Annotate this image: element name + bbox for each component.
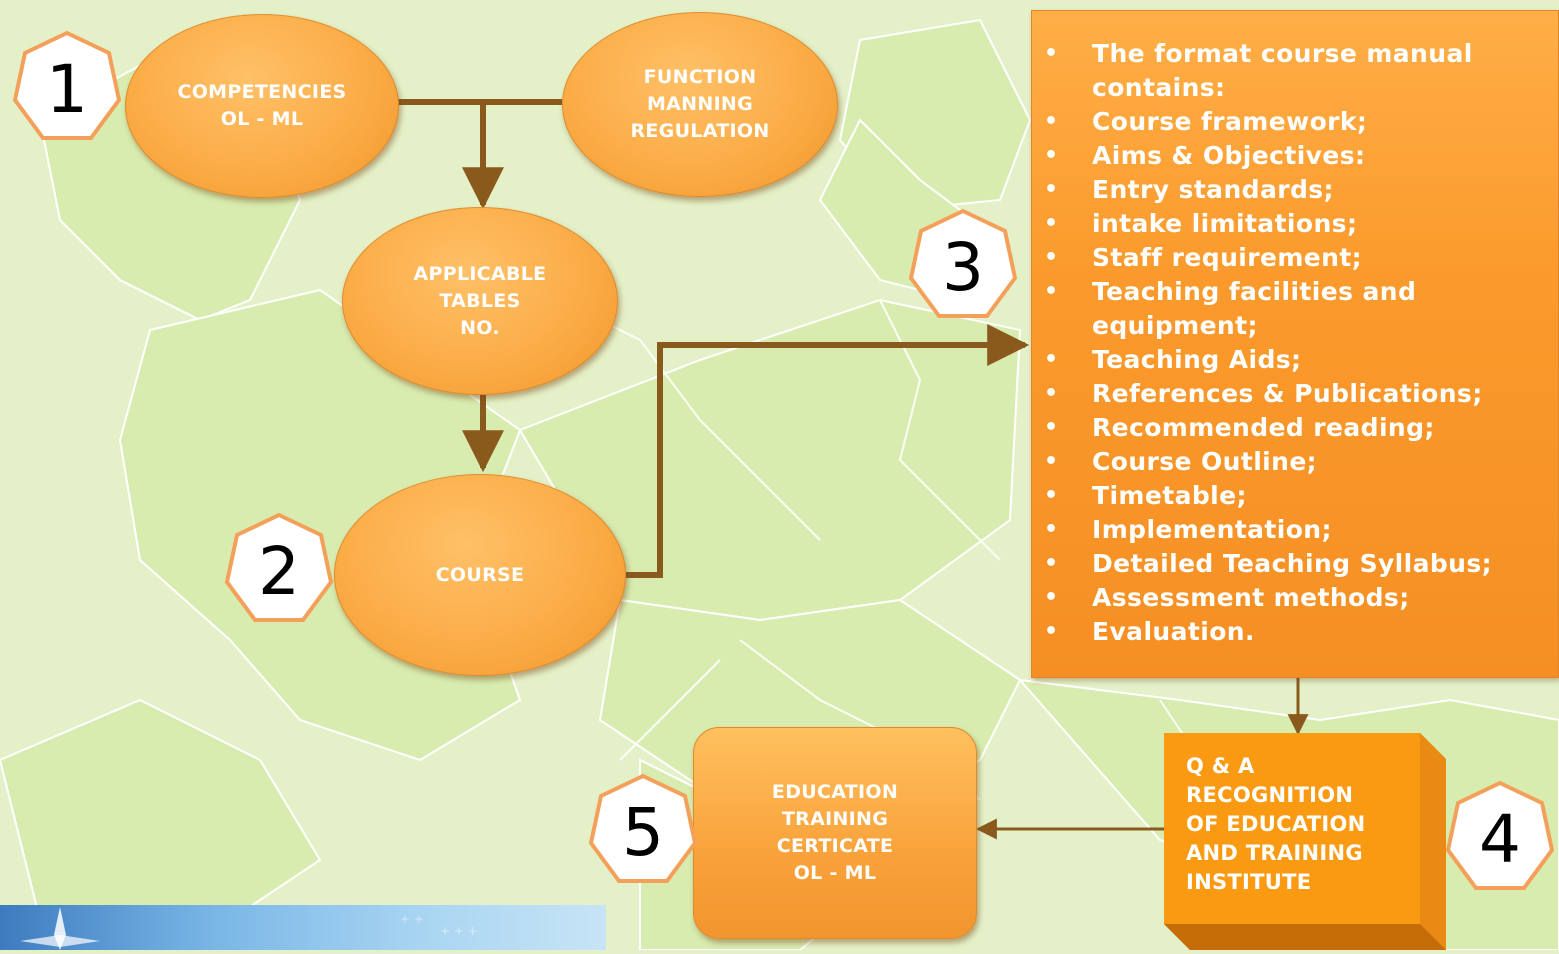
manual-item: Entry standards; <box>1038 173 1492 207</box>
function-manning-node: FUNCTION MANNING REGULATION <box>562 12 838 197</box>
manual-item: The format course manual contains: <box>1038 37 1492 105</box>
footer-image-strip: + + + + + <box>0 905 606 950</box>
manual-item: Aims & Objectives: <box>1038 139 1492 173</box>
applicable-tables-label: APPLICABLE TABLES NO. <box>413 262 547 339</box>
education-certificate-label: EDUCATION TRAINING CERTICATE OL - ML <box>771 781 899 884</box>
step-number: 4 <box>1479 800 1521 878</box>
step-badge-4: 4 <box>1445 780 1555 898</box>
step-number: 5 <box>622 793 664 871</box>
manual-item: Assessment methods; <box>1038 581 1492 615</box>
applicable-tables-node: APPLICABLE TABLES NO. <box>342 207 618 395</box>
manual-item: Course framework; <box>1038 105 1492 139</box>
education-certificate-node: EDUCATION TRAINING CERTICATE OL - ML <box>693 727 977 939</box>
manual-item: Recommended reading; <box>1038 411 1492 445</box>
course-node: COURSE <box>334 474 626 676</box>
manual-item: Course Outline; <box>1038 445 1492 479</box>
step-badge-2: 2 <box>224 512 334 630</box>
course-label: COURSE <box>435 563 525 586</box>
manual-item: Teaching Aids; <box>1038 343 1492 377</box>
svg-text:+ + +: + + + <box>440 924 478 938</box>
step-number: 1 <box>46 50 88 128</box>
course-manual-list: The format course manual contains: Cours… <box>1038 37 1492 649</box>
compass-star-icon: + + + + + <box>20 907 478 950</box>
manual-item: References & Publications; <box>1038 377 1492 411</box>
step-number: 2 <box>258 532 300 610</box>
manual-item: Staff requirement; <box>1038 241 1492 275</box>
manual-item: Timetable; <box>1038 479 1492 513</box>
competencies-node: COMPETENCIES OL - ML <box>125 14 399 198</box>
manual-item: intake limitations; <box>1038 207 1492 241</box>
manual-item: Implementation; <box>1038 513 1492 547</box>
manual-item: Teaching facilities and equipment; <box>1038 275 1492 343</box>
qa-recognition-label: Q & A RECOGNITION OF EDUCATION AND TRAIN… <box>1186 754 1366 894</box>
manual-item: Evaluation. <box>1038 615 1492 649</box>
qa-recognition-box <box>1164 733 1446 950</box>
step-badge-3: 3 <box>908 208 1018 326</box>
step-number: 3 <box>942 228 984 306</box>
function-manning-label: FUNCTION MANNING REGULATION <box>630 66 770 142</box>
step-badge-1: 1 <box>12 30 122 148</box>
course-manual-box: The format course manual contains: Cours… <box>1031 10 1559 678</box>
step-badge-5: 5 <box>588 773 698 891</box>
competencies-label: COMPETENCIES OL - ML <box>177 81 347 130</box>
manual-item: Detailed Teaching Syllabus; <box>1038 547 1492 581</box>
svg-text:+ +: + + <box>400 912 424 926</box>
